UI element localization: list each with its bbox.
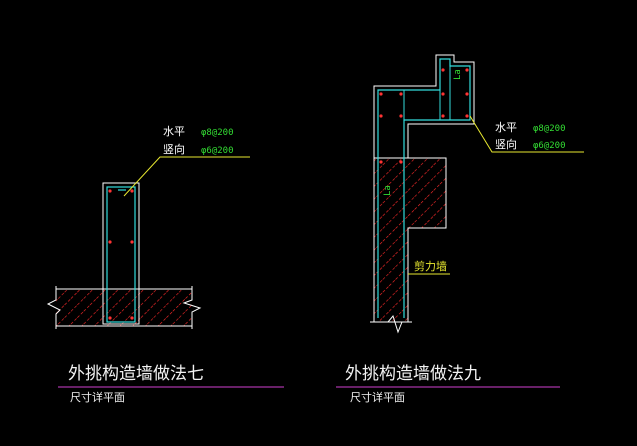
- rebar-dot: [108, 316, 112, 320]
- wall-outline-9: [373, 54, 475, 158]
- label-vertical-9: 竖向: [495, 137, 517, 151]
- rebar-dot: [441, 114, 445, 118]
- rebar-dot: [130, 189, 134, 193]
- rebar-horizontal-9: φ8@200: [533, 124, 566, 134]
- rebar-dot: [399, 160, 403, 164]
- anchor-label-top: La: [453, 69, 463, 80]
- rebar-vertical-7: φ6@200: [201, 146, 234, 156]
- break-line-right-7: [182, 286, 202, 329]
- title-7: 外挑构造墙做法七: [68, 364, 204, 384]
- shear-wall-hatch-9: [373, 157, 447, 323]
- rebar-dot: [379, 114, 383, 118]
- rebar-dot: [399, 114, 403, 118]
- rebar-dot: [441, 92, 445, 96]
- rebar-dot: [465, 68, 469, 72]
- rebar-cage-9: [377, 58, 471, 318]
- label-horizontal-7: 水平: [163, 125, 185, 138]
- leader-line-9: [469, 115, 584, 153]
- detail-7: 水平 φ8@200 竖向 φ6@200 外挑构造墙做法七 尺寸详平面: [46, 125, 284, 404]
- rebar-dot: [399, 92, 403, 96]
- rebar-vertical-9: φ6@200: [533, 141, 566, 151]
- rebar-dot: [379, 92, 383, 96]
- title-9: 外挑构造墙做法九: [345, 364, 481, 384]
- shear-wall-label: 剪力墙: [414, 259, 447, 273]
- break-line-bottom-9: [370, 314, 412, 334]
- rebar-dot: [379, 160, 383, 164]
- rebar-dot: [465, 92, 469, 96]
- detail-9: La La 水平 φ8@200 竖向 φ6@200 剪力墙 外挑构造墙做法九 尺…: [336, 54, 584, 404]
- leader-line-7: [123, 156, 250, 197]
- slab-hatch-7: [56, 289, 192, 326]
- rebar-dot: [130, 316, 134, 320]
- break-line-left-7: [46, 286, 61, 329]
- label-horizontal-9: 水平: [495, 121, 517, 134]
- rebar-dot: [130, 240, 134, 244]
- subtitle-9: 尺寸详平面: [350, 390, 405, 404]
- rebar-dot: [108, 189, 112, 193]
- label-vertical-7: 竖向: [163, 142, 185, 156]
- rebar-cage-7: [106, 186, 136, 323]
- rebar-horizontal-7: φ8@200: [201, 128, 234, 138]
- anchor-label-side: La: [383, 185, 393, 196]
- rebar-dot: [465, 114, 469, 118]
- rebar-dot: [441, 68, 445, 72]
- rebar-dot: [108, 240, 112, 244]
- wall-outline-7: [102, 182, 140, 325]
- subtitle-7: 尺寸详平面: [70, 390, 125, 404]
